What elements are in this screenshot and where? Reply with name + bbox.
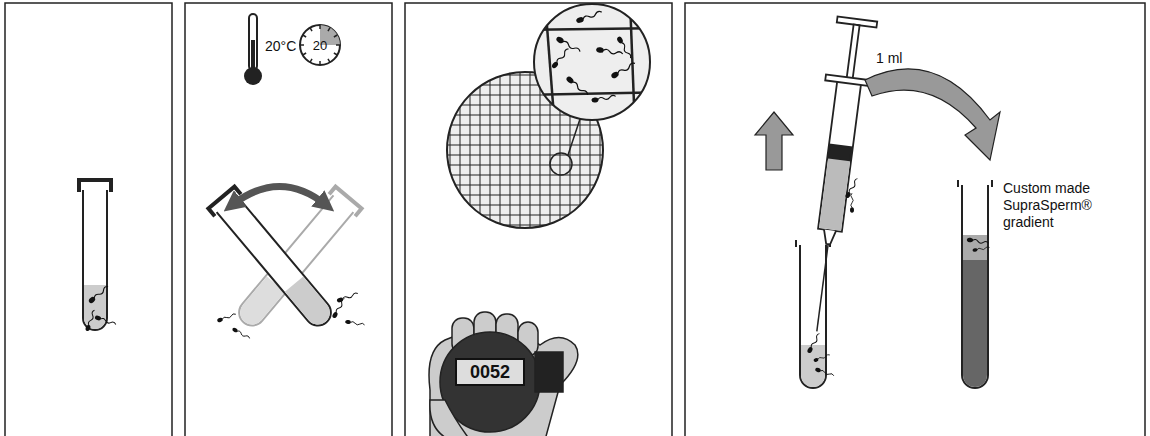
volume-label: 1 ml	[876, 50, 902, 67]
thermometer	[244, 14, 262, 85]
clock-face: 20	[298, 23, 342, 67]
test-tube	[796, 240, 830, 388]
sperm-cell	[575, 10, 602, 24]
test-tube	[79, 180, 111, 330]
sperm-cell	[555, 36, 581, 54]
sperm-cell	[217, 312, 237, 322]
sperm-cell	[610, 61, 636, 79]
sperm-cell	[972, 246, 989, 252]
sperm-cell	[94, 315, 116, 327]
sperm-cell	[345, 320, 365, 327]
transfer-arrow	[865, 69, 1000, 160]
gradient-label: Custom made SupraSperm® gradient	[1003, 180, 1099, 230]
tube-tilted	[231, 187, 362, 334]
counter-display: 0052	[455, 358, 525, 386]
sperm-cell	[596, 47, 623, 57]
sperm-cell	[813, 353, 830, 362]
sperm-cell	[551, 47, 571, 69]
counter-value: 0052	[470, 362, 510, 383]
tilt-arrow	[232, 187, 326, 206]
sperm-cell	[967, 237, 989, 245]
gradient-tube	[958, 180, 992, 388]
sperm-cell	[232, 327, 251, 340]
temperature-label: 20°C	[265, 38, 296, 55]
sperm-cell	[331, 298, 346, 319]
syringe	[793, 16, 881, 335]
sperm-cell	[336, 291, 358, 303]
sperm-cell	[850, 193, 854, 213]
panel-frame	[5, 3, 1145, 436]
sperm-cell	[806, 333, 821, 354]
sperm-cell	[85, 309, 97, 331]
sperm-cell	[591, 94, 616, 103]
clock-minutes: 20	[313, 38, 327, 53]
sperm-cell	[88, 285, 110, 305]
sperm-cell	[616, 36, 633, 60]
withdraw-arrow	[755, 112, 793, 170]
tube-tilted	[208, 187, 339, 334]
sperm-cell	[844, 178, 859, 199]
sperm-cell	[565, 75, 589, 97]
sperm-cell	[815, 367, 835, 377]
magnified-view	[520, 0, 670, 130]
hand-counter	[429, 312, 578, 436]
